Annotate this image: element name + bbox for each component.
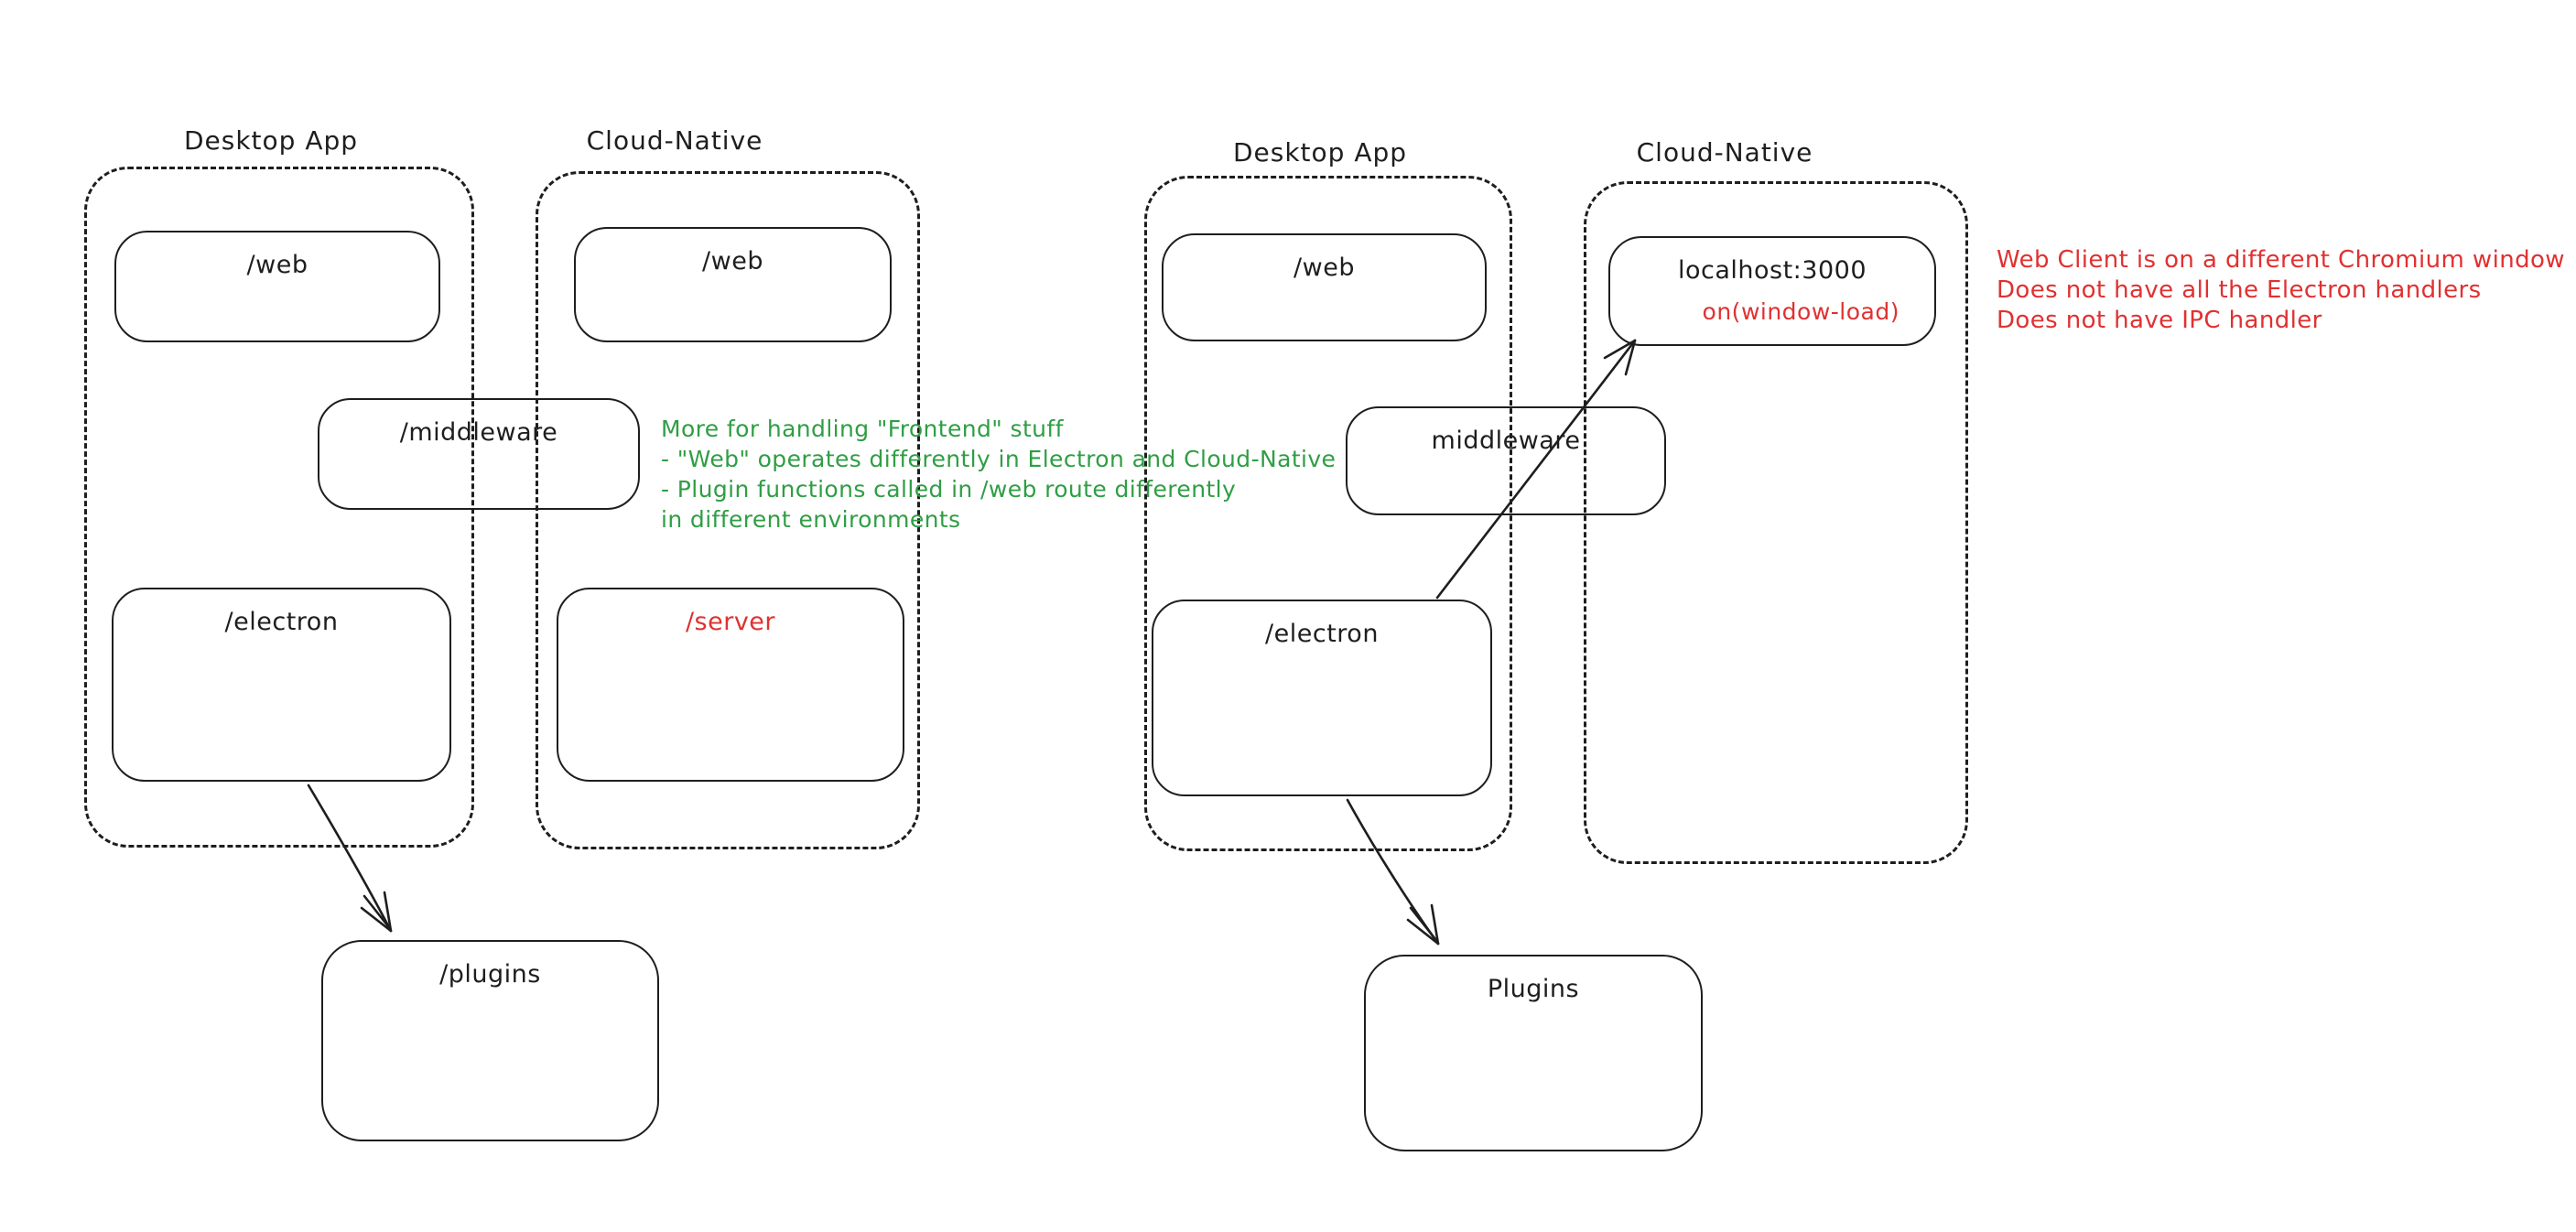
green-note[interactable]: More for handling "Frontend" stuff - "We…: [661, 414, 1336, 535]
group-label-cloud-native-right[interactable]: Cloud-Native: [1636, 137, 1813, 168]
node-electron-right-label: /electron: [1265, 620, 1379, 648]
node-plugins-left-label: /plugins: [439, 960, 541, 989]
green-note-line-3: - Plugin functions called in /web route …: [661, 476, 1237, 503]
group-label-desktop-app-right[interactable]: Desktop App: [1232, 137, 1408, 168]
node-server-left[interactable]: /server: [557, 588, 904, 782]
node-web-desktop-left[interactable]: /web: [114, 231, 440, 342]
node-web-right-label: /web: [1293, 254, 1355, 282]
node-middleware-left[interactable]: /middleware: [318, 398, 640, 510]
red-note-line-1: Web Client is on a different Chromium wi…: [1997, 246, 2565, 274]
node-web-desktop-left-label: /web: [246, 251, 308, 279]
group-cloud-native-left[interactable]: [536, 171, 920, 849]
node-middleware-left-label: /middleware: [399, 418, 558, 447]
node-localhost-3000[interactable]: localhost:3000 on(window-load): [1608, 236, 1936, 346]
red-note[interactable]: Web Client is on a different Chromium wi…: [1997, 245, 2565, 336]
node-web-cloud-left-label: /web: [702, 247, 763, 276]
node-server-left-label: /server: [685, 608, 776, 636]
node-plugins-left[interactable]: /plugins: [321, 940, 659, 1141]
node-electron-left-label: /electron: [224, 608, 339, 636]
node-web-right[interactable]: /web: [1162, 233, 1487, 341]
node-electron-right[interactable]: /electron: [1152, 600, 1492, 796]
green-note-line-1: More for handling "Frontend" stuff: [661, 416, 1064, 442]
node-electron-left[interactable]: /electron: [112, 588, 451, 782]
group-desktop-app-left[interactable]: [84, 167, 474, 848]
node-plugins-right[interactable]: Plugins: [1364, 955, 1703, 1151]
group-label-cloud-native-left[interactable]: Cloud-Native: [586, 125, 763, 156]
group-label-desktop-app-left[interactable]: Desktop App: [183, 125, 359, 156]
node-localhost-3000-label: localhost:3000: [1677, 256, 1867, 285]
node-middleware-right-label: middleware: [1431, 427, 1581, 455]
node-middleware-right[interactable]: middleware: [1346, 406, 1666, 515]
node-localhost-3000-sublabel: on(window-load): [1702, 298, 1900, 325]
red-note-line-3: Does not have IPC handler: [1997, 307, 2322, 334]
green-note-line-2: - "Web" operates differently in Electron…: [661, 446, 1337, 472]
node-plugins-right-label: Plugins: [1487, 975, 1580, 1003]
red-note-line-2: Does not have all the Electron handlers: [1997, 276, 2482, 304]
node-web-cloud-left[interactable]: /web: [574, 227, 892, 342]
green-note-line-4: in different environments: [661, 506, 961, 533]
